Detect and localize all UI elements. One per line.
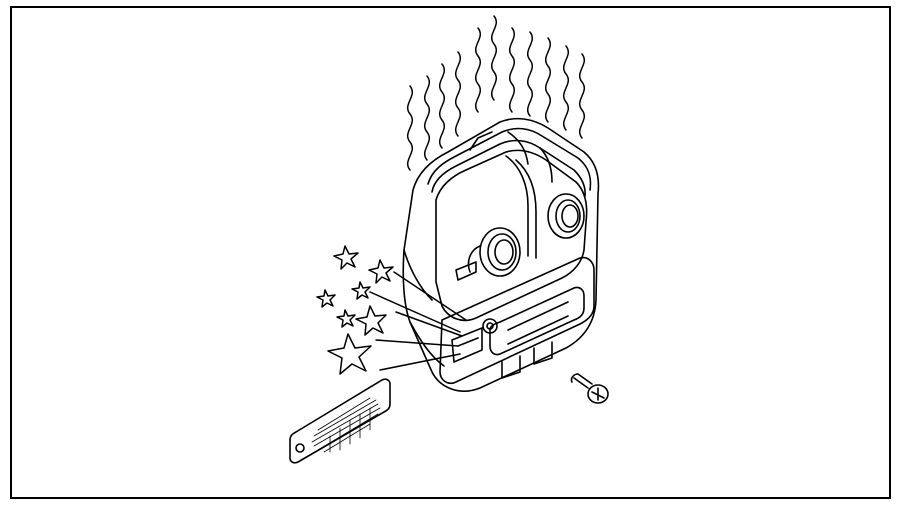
spark-arrestor-screen-icon [289, 378, 391, 464]
muffler-icon [402, 117, 600, 392]
heat-waves-icon [407, 15, 585, 171]
spark-star-icon [316, 245, 467, 375]
outlet-port-left [467, 227, 521, 277]
outlet-port-right [547, 193, 585, 239]
screw-icon [570, 373, 609, 404]
